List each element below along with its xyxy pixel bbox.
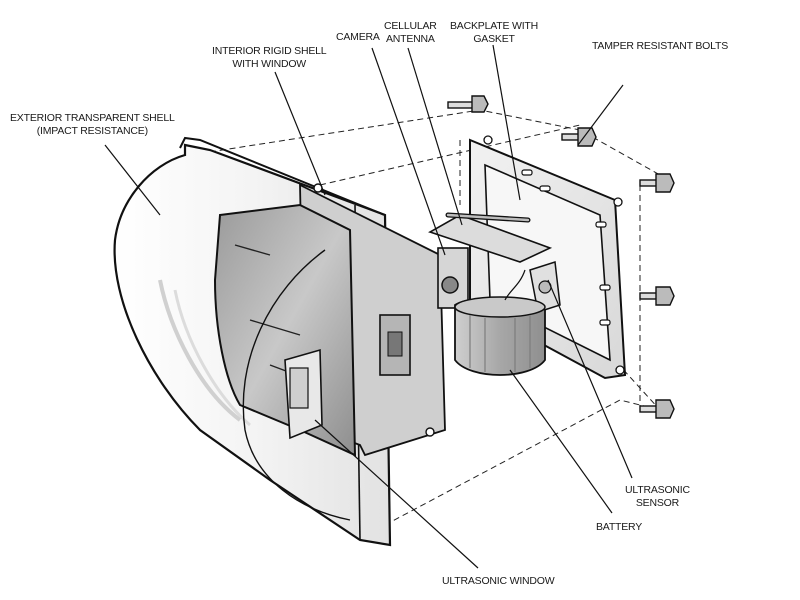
leader-ultrasonic-sensor — [547, 279, 633, 479]
label-cellular-antenna: CELLULAR ANTENNA — [384, 20, 437, 46]
leader-bolts — [577, 84, 624, 146]
label-line: GASKET — [473, 33, 515, 45]
label-line: ULTRASONIC WINDOW — [442, 575, 555, 587]
label-line: (IMPACT RESISTANCE) — [36, 125, 148, 137]
battery-part — [454, 269, 546, 376]
label-tamper-bolts: TAMPER RESISTANT BOLTS — [592, 40, 728, 53]
label-line: BATTERY — [596, 521, 643, 533]
label-line: CELLULAR — [384, 20, 437, 32]
bolt-5 — [639, 399, 675, 419]
label-backplate: BACKPLATE WITH GASKET — [450, 20, 538, 46]
leader-ultrasonic-window — [314, 419, 479, 569]
bolt-1 — [447, 95, 489, 113]
label-line: TAMPER RESISTANT BOLTS — [592, 40, 729, 52]
label-interior-shell: INTERIOR RIGID SHELL WITH WINDOW — [212, 45, 327, 71]
label-ultrasonic-sensor: ULTRASONIC SENSOR — [625, 484, 690, 510]
ultrasonic-window-part — [284, 348, 323, 440]
label-line: WITH WINDOW — [232, 58, 307, 70]
label-camera: CAMERA — [336, 31, 380, 44]
label-battery: BATTERY — [596, 521, 642, 534]
label-line: BACKPLATE WITH — [450, 20, 539, 32]
label-ultrasonic-window: ULTRASONIC WINDOW — [442, 575, 555, 588]
leader-backplate — [492, 44, 521, 201]
shell-lens-edge — [242, 249, 351, 521]
leader-interior-shell — [274, 71, 326, 196]
label-line: SENSOR — [635, 497, 680, 509]
tamper-resistant-bolts — [447, 95, 675, 419]
label-exterior-shell: EXTERIOR TRANSPARENT SHELL (IMPACT RESIS… — [10, 112, 175, 138]
label-line: INTERIOR RIGID SHELL — [212, 45, 327, 57]
leader-antenna — [407, 47, 463, 226]
leader-camera — [371, 47, 446, 256]
bolt-2 — [561, 127, 597, 147]
leader-lines — [104, 44, 633, 569]
label-line: EXTERIOR TRANSPARENT SHELL — [10, 112, 175, 124]
electronics-assembly — [428, 212, 561, 313]
label-line: ANTENNA — [385, 33, 435, 45]
bolt-3 — [639, 173, 675, 193]
guide-line-top — [189, 109, 661, 176]
leader-battery — [509, 369, 613, 514]
label-line: ULTRASONIC — [625, 484, 690, 496]
guide-line-interior-top — [319, 124, 581, 186]
label-line: CAMERA — [336, 31, 380, 43]
leader-exterior-shell — [104, 144, 161, 216]
circuit-board — [428, 214, 553, 263]
bolt-4 — [639, 286, 675, 306]
interior-rigid-shell — [213, 183, 446, 457]
